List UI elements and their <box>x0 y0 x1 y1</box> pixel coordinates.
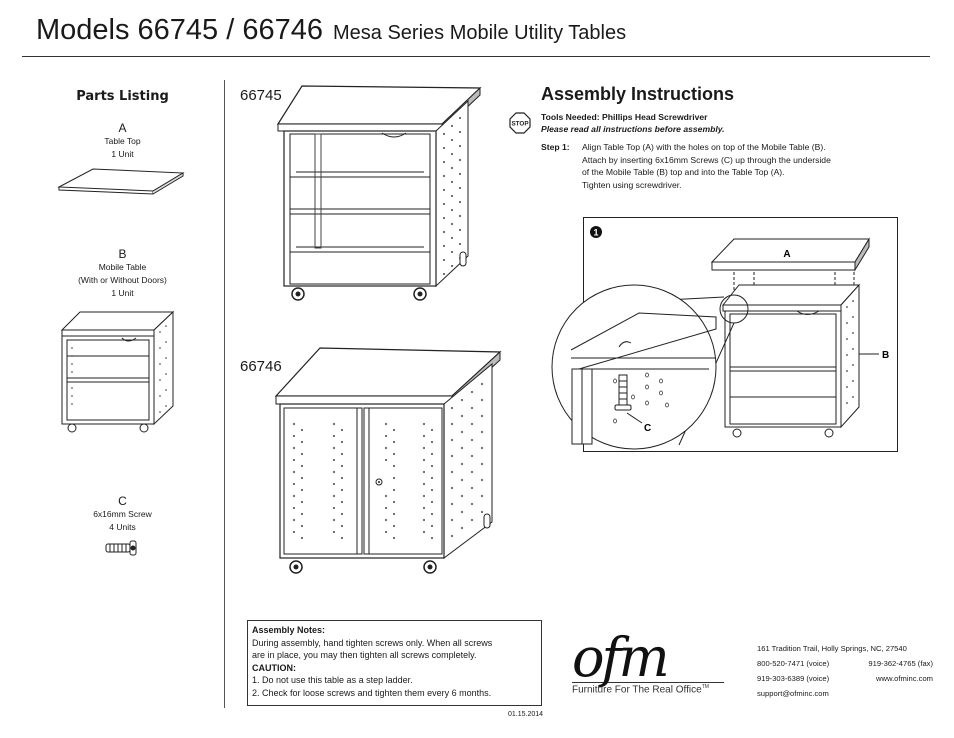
part-a: A Table Top 1 Unit <box>55 121 190 161</box>
figure-number: 1 <box>593 228 598 238</box>
step-1-line: of the Mobile Table (B) top and into the… <box>582 167 785 177</box>
ofm-tagline: Furniture For The Real OfficeTM <box>572 682 724 695</box>
contact-info: 161 Tradition Trail, Holly Springs, NC, … <box>757 641 933 701</box>
ofm-tagline-text: Furniture For The Real Office <box>572 684 702 696</box>
part-c: C 6x16mm Screw 4 Units <box>55 494 190 534</box>
caution-item: 2. Check for loose screws and tighten th… <box>252 687 492 698</box>
assembly-heading: Assembly Instructions <box>541 84 735 104</box>
notes-line: are in place, you may then tighten all s… <box>252 650 477 660</box>
support-email[interactable]: support@ofminc.com <box>757 689 829 698</box>
part-b-name: Mobile Table <box>98 262 147 272</box>
callout-b: B <box>882 350 889 361</box>
part-c-qty: 4 Units <box>109 522 136 532</box>
caution-item: 1. Do not use this table as a step ladde… <box>252 675 413 685</box>
phone-fax: 919-362-4765 (fax) <box>868 659 933 668</box>
caution-heading: CAUTION: <box>252 662 296 673</box>
step-1-line: Tighten using screwdriver. <box>582 179 682 190</box>
phone-voice-2: 919-303-6389 (voice) <box>757 674 830 683</box>
model-66746-drawing <box>274 347 502 574</box>
website-link[interactable]: www.ofminc.com <box>876 674 933 683</box>
parts-listing-heading: Parts Listing <box>76 89 169 104</box>
part-a-qty: 1 Unit <box>111 149 134 159</box>
part-b-detail: (With or Without Doors) <box>78 275 167 285</box>
step-1-label: Step 1: <box>541 142 570 152</box>
ofm-logo-wordmark: ofm <box>572 626 670 689</box>
stop-sign-text: STOP <box>511 121 528 128</box>
ofm-logo: ofm Furniture For The Real OfficeTM <box>572 630 724 695</box>
page-title: Models 66745 / 66746 Mesa Series Mobile U… <box>36 14 626 47</box>
step-1-line: Align Table Top (A) with the holes on to… <box>582 142 826 152</box>
model-title: Models 66745 / 66746 <box>36 14 323 46</box>
notes-line: During assembly, hand tighten screws onl… <box>252 637 493 648</box>
model-66746-label: 66746 <box>240 358 282 375</box>
stop-sign-icon: STOP <box>509 112 531 134</box>
contact-row: 800-520-7471 (voice) 919-362-4765 (fax) <box>757 656 933 671</box>
part-a-name: Table Top <box>104 136 141 146</box>
part-b: B Mobile Table (With or Without Doors) 1… <box>55 247 190 300</box>
callout-a: A <box>783 249 790 260</box>
callout-c: C <box>644 423 651 434</box>
trademark-mark: TM <box>701 684 709 690</box>
part-a-letter: A <box>118 121 127 135</box>
tools-needed: Tools Needed: Phillips Head Screwdriver <box>541 112 708 122</box>
read-instructions-note: Please read all instructions before asse… <box>541 124 725 134</box>
mobile-table-part-drawing <box>60 310 175 433</box>
model-66745-label: 66745 <box>240 87 282 104</box>
step-1-diagram: 1 A B C <box>551 226 889 450</box>
part-b-letter: B <box>118 247 127 261</box>
contact-row: 919-303-6389 (voice) www.ofminc.com <box>757 671 933 686</box>
model-66745-drawing <box>276 85 482 301</box>
step-1-text: Align Table Top (A) with the holes on to… <box>582 141 912 191</box>
part-c-name: 6x16mm Screw <box>93 509 152 519</box>
step-1-line: Attach by inserting 6x16mm Screws (C) up… <box>582 154 831 165</box>
notes-heading: Assembly Notes: <box>252 625 326 635</box>
part-b-qty: 1 Unit <box>111 288 134 298</box>
page-subtitle: Mesa Series Mobile Utility Tables <box>333 22 627 44</box>
column-divider <box>224 80 225 708</box>
assembly-notes: Assembly Notes: During assembly, hand ti… <box>247 620 542 706</box>
revision-date: 01.15.2014 <box>508 711 544 718</box>
phone-voice: 800-520-7471 (voice) <box>757 659 830 668</box>
table-top-part-drawing <box>57 168 185 195</box>
screw-part-drawing <box>105 540 137 556</box>
address: 161 Tradition Trail, Holly Springs, NC, … <box>757 644 907 653</box>
part-c-letter: C <box>118 494 127 508</box>
header-divider <box>22 56 930 57</box>
